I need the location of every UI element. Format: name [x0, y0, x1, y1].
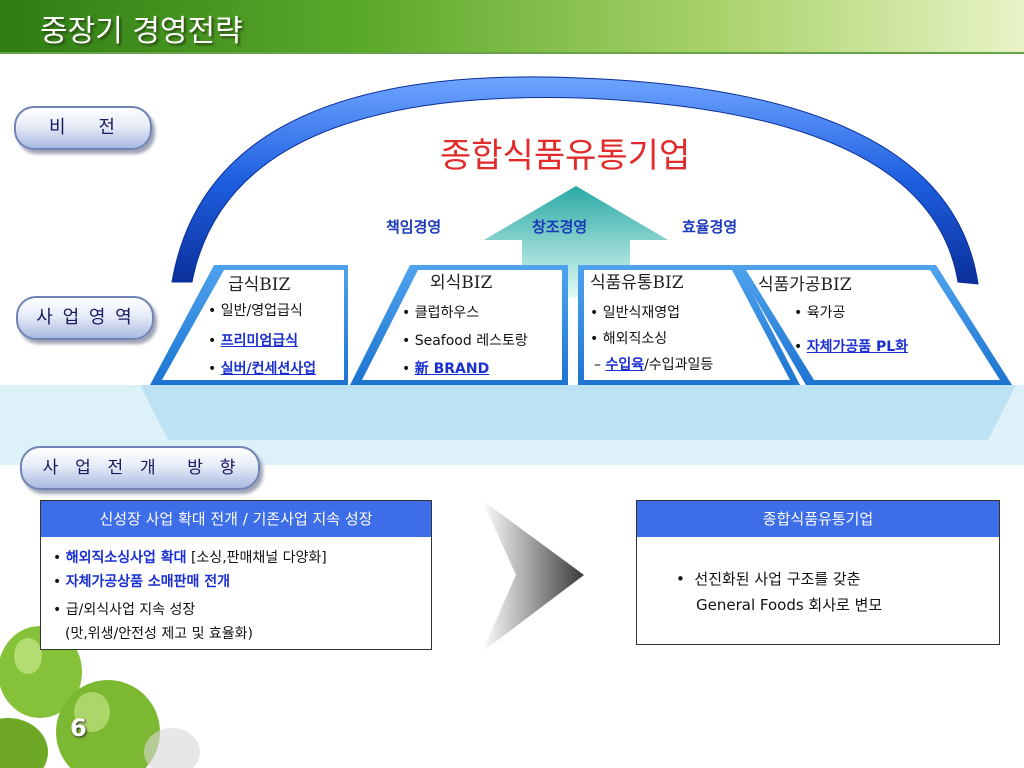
- vision-label: 비 전: [14, 106, 152, 150]
- direction-item: • 해외직소싱사업 확대 [소싱,판매채널 다양화]: [53, 550, 327, 566]
- header-divider: [0, 52, 1024, 54]
- biz-item: • 클럽하우스: [402, 305, 480, 321]
- value-efficiency: 효율경영: [682, 218, 738, 236]
- panel-processing: [736, 265, 1012, 385]
- biz-title-processing: 식품가공BIZ: [758, 275, 852, 295]
- biz-item: • 자체가공품 PL화: [794, 339, 909, 355]
- direction-item: • 자체가공상품 소매판매 전개: [53, 574, 231, 590]
- direction-header: 신성장 사업 확대 전개 / 기존사업 지속 성장: [41, 501, 431, 537]
- direction-note: (맛,위생/안전성 제고 및 효율화): [65, 626, 254, 642]
- biz-item: – 수입육/수입과일등: [594, 357, 714, 373]
- biz-item: • 일반식재영업: [590, 305, 680, 321]
- goal-box: 종합식품유통기업: [636, 500, 1000, 645]
- direction-item: • 급/외식사업 지속 성장: [53, 602, 196, 618]
- biz-item: • 실버/컨세션사업: [208, 361, 316, 377]
- biz-item: • 프리미엄급식: [208, 333, 298, 349]
- goal-header: 종합식품유통기업: [637, 501, 999, 537]
- biz-title-dining: 외식BIZ: [430, 273, 493, 293]
- biz-title-distribution: 식품유통BIZ: [590, 273, 684, 293]
- biz-item: • Seafood 레스토랑: [402, 333, 528, 349]
- biz-item: • 해외직소싱: [590, 331, 668, 347]
- business-area-label: 사 업 영 역: [16, 296, 154, 340]
- biz-title-catering: 급식BIZ: [228, 275, 291, 295]
- panel-base: [140, 385, 1016, 440]
- slide-header: [0, 0, 1024, 52]
- slide-title: 중장기 경영전략: [40, 14, 243, 49]
- panel-dining: [350, 265, 568, 385]
- goal-line: • 선진화된 사업 구조를 갖춘: [676, 570, 861, 588]
- value-creativity: 창조경영: [532, 218, 588, 236]
- chevron-right-arrow: [482, 500, 584, 652]
- page-number: 6: [70, 714, 87, 742]
- panel-distribution: [578, 265, 800, 385]
- goal-line: General Foods 회사로 변모: [696, 596, 883, 614]
- direction-box: 신성장 사업 확대 전개 / 기존사업 지속 성장 • 해외직소싱사업 확대 […: [40, 500, 432, 650]
- vision-statement: 종합식품유통기업: [440, 136, 691, 176]
- panel-catering: [150, 265, 348, 385]
- biz-item: • 육가공: [794, 305, 846, 321]
- biz-item: • 일반/영업급식: [208, 303, 303, 319]
- biz-item: • 新 BRAND: [402, 361, 490, 377]
- business-direction-label: 사 업 전 개 방 향: [20, 446, 260, 490]
- value-responsibility: 책임경영: [386, 218, 442, 236]
- vision-arch: [171, 76, 979, 285]
